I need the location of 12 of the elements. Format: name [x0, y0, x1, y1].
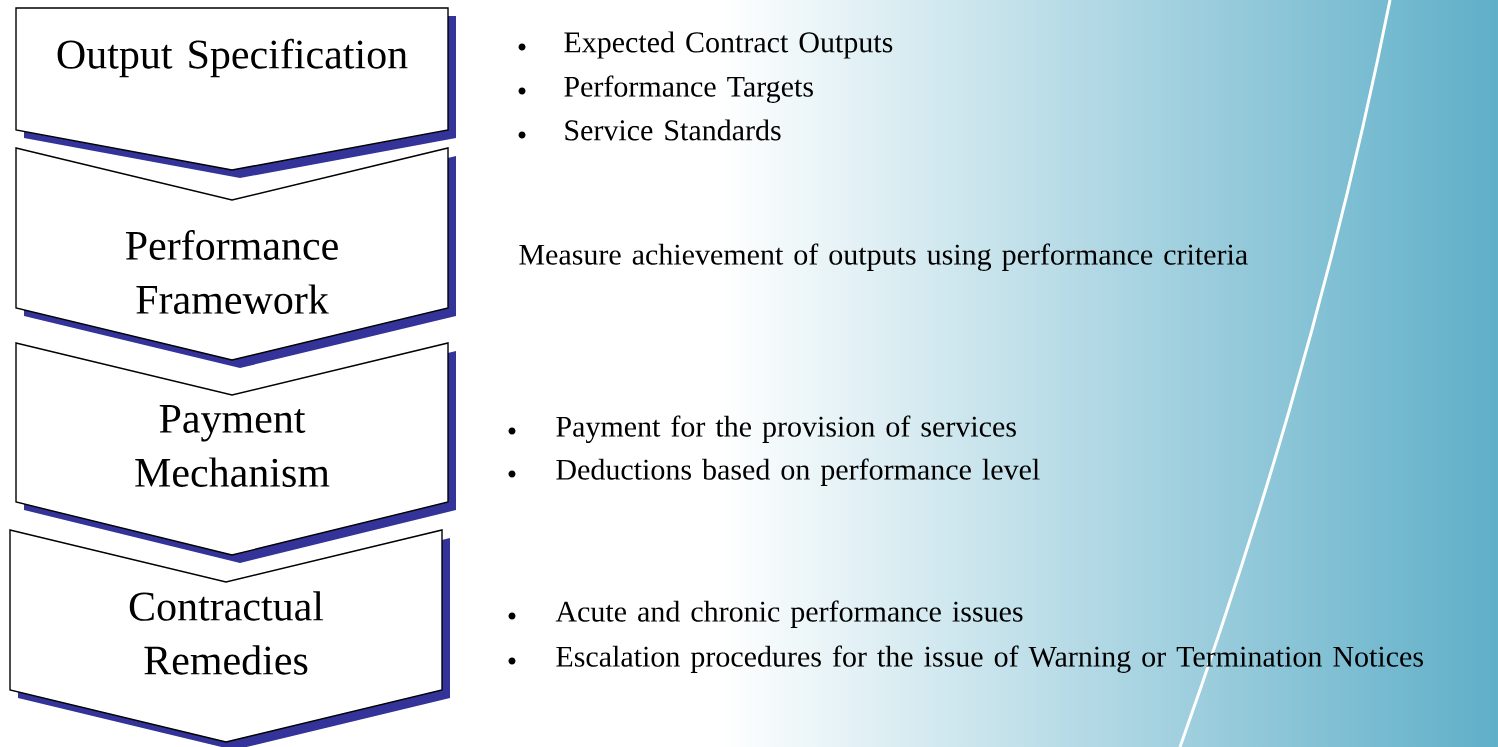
bullet-text: Performance Targets — [564, 75, 813, 103]
bullet-text: Acute and chronic performance issues — [555, 600, 1023, 628]
chevron-box: Contractual Remedies — [9, 529, 450, 747]
bullet-text: Expected Contract Outputs — [564, 31, 893, 59]
bullet-text: Payment for the provision of services — [556, 415, 1016, 443]
chevron-box: Performance Framework — [15, 147, 456, 368]
bullet-text: Escalation procedures for the issue of Warning or Termination Notices — [556, 645, 1423, 673]
chevron-box: Output Specification — [15, 7, 456, 178]
bullet-text: Measure achievement of outputs using performance criteria — [519, 243, 1248, 271]
bullet-text: Deductions based on performance level — [556, 458, 1040, 486]
bullet-text: Service Standards — [565, 119, 781, 141]
chevron-box: Payment Mechanism — [15, 342, 456, 563]
